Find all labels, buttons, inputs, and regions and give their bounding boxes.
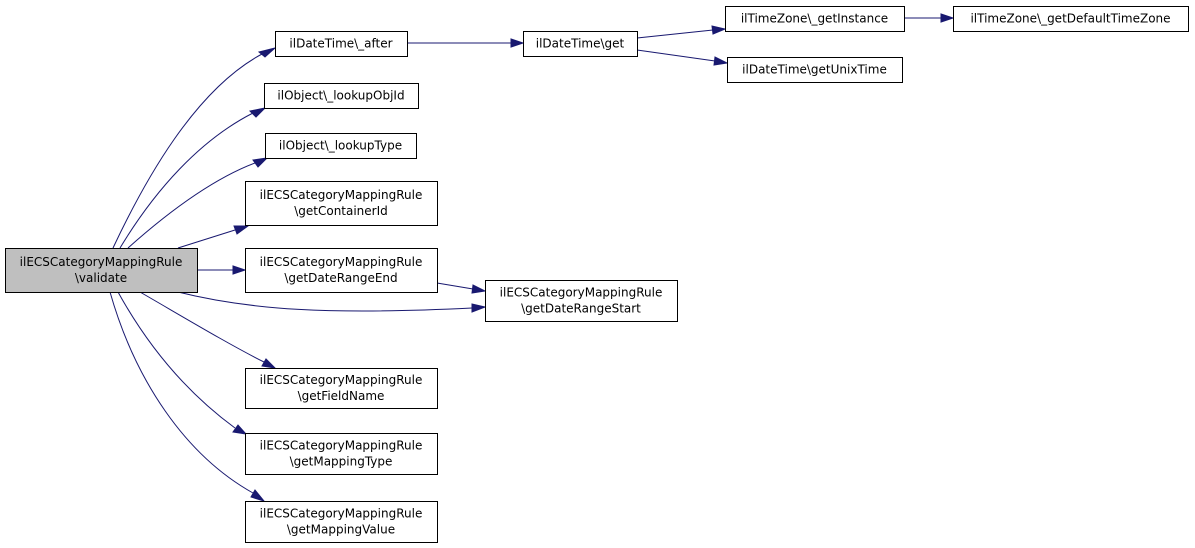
node-getdaterangestart[interactable]: ilECSCategoryMappingRule \getDateRangeSta… [485, 280, 678, 322]
node-label-datetime-getunixtime-line-1: ilDateTime\getUnixTime [742, 63, 887, 77]
node-label-getcontainerid-line-2: \getContainerId [294, 204, 388, 218]
node-label-getdaterangeend-line-1: ilECSCategoryMappingRule [260, 255, 423, 269]
arrowhead-root-to-getdaterangeend [232, 265, 247, 275]
arrowhead-root-to-datetime-after [257, 47, 276, 58]
node-label-root-line-2: \validate [75, 271, 127, 285]
edge-get-to-getunixtime [636, 49, 716, 62]
arrowhead-root-to-getmappingvalue [250, 489, 266, 502]
node-box-getdaterangestart [485, 280, 678, 322]
node-getcontainerid[interactable]: ilECSCategoryMappingRule \getContainerId [245, 181, 438, 226]
node-box-object-lookupobjid [264, 83, 419, 109]
node-label-getmappingtype-line-2: \getMappingType [290, 455, 393, 469]
node-object-lookuptype[interactable]: ilObject\_lookupType [265, 133, 417, 159]
node-box-datetime-after [275, 31, 408, 57]
node-box-getdaterangeend [245, 248, 438, 293]
node-label-timezone-getdefault-line-1: ilTimeZone\_getDefaultTimeZone [970, 12, 1170, 26]
arrowhead-get-to-getunixtime [713, 56, 729, 66]
node-label-getcontainerid-line-1: ilECSCategoryMappingRule [260, 188, 423, 202]
edge-get-to-getinstance [636, 29, 714, 39]
call-nodes: ilECSCategoryMappingRule \validate ilDateT… [5, 6, 1189, 543]
node-timezone-getdefault[interactable]: ilTimeZone\_getDefaultTimeZone [953, 6, 1189, 32]
node-label-getmappingvalue-line-1: ilECSCategoryMappingRule [260, 507, 423, 521]
edge-root-to-getcontainerid [177, 229, 236, 249]
arrowhead-root-to-getdaterangestart [471, 303, 487, 313]
node-datetime-get[interactable]: ilDateTime\get [523, 31, 638, 57]
edge-root-to-datetime-after [112, 53, 263, 249]
edge-root-to-getmappingtype [117, 291, 236, 429]
node-getdaterangeend[interactable]: ilECSCategoryMappingRule \getDateRangeEnd [245, 248, 438, 293]
node-getmappingvalue[interactable]: ilECSCategoryMappingRule \getMappingValue [245, 501, 438, 543]
arrowhead-root-to-getcontainerid [233, 225, 250, 235]
node-label-getfieldname-line-1: ilECSCategoryMappingRule [260, 373, 423, 387]
node-box-object-lookuptype [265, 133, 417, 159]
node-box-root [5, 248, 198, 293]
node-object-lookupobjid[interactable]: ilObject\_lookupObjId [264, 83, 419, 109]
node-label-getdaterangeend-line-2: \getDateRangeEnd [284, 271, 397, 285]
node-root: ilECSCategoryMappingRule \validate [5, 248, 198, 293]
node-box-timezone-getinstance [725, 6, 905, 32]
node-getmappingtype[interactable]: ilECSCategoryMappingRule \getMappingType [245, 433, 438, 475]
edge-root-to-getmappingvalue [109, 291, 254, 494]
node-label-getmappingtype-line-1: ilECSCategoryMappingRule [260, 439, 423, 453]
node-label-datetime-after-line-1: ilDateTime\_after [289, 37, 392, 51]
call-edges [109, 13, 955, 502]
edge-root-to-lookupobjid [119, 112, 254, 249]
arrowhead-after-to-get [510, 38, 525, 48]
edge-root-to-getdaterangestart [177, 291, 473, 312]
edge-root-to-lookuptype [127, 162, 256, 249]
arrowhead-root-to-lookuptype [252, 157, 269, 168]
node-label-datetime-get-line-1: ilDateTime\get [536, 37, 625, 51]
node-box-getcontainerid [245, 181, 438, 226]
node-getfieldname[interactable]: ilECSCategoryMappingRule \getFieldName [245, 368, 438, 409]
node-label-getfieldname-line-2: \getFieldName [298, 389, 385, 403]
arrowhead-getinstance-to-default [940, 13, 955, 23]
node-box-datetime-get [523, 31, 638, 57]
node-label-timezone-getinstance-line-1: ilTimeZone\_getInstance [741, 12, 888, 26]
node-label-getdaterangestart-line-2: \getDateRangeStart [521, 302, 641, 316]
node-datetime-after[interactable]: ilDateTime\_after [275, 31, 408, 57]
node-label-object-lookuptype-line-1: ilObject\_lookupType [279, 139, 402, 153]
edge-root-to-getfieldname [139, 291, 265, 363]
arrowhead-root-to-lookupobjid [248, 107, 267, 118]
node-box-datetime-getunixtime [727, 57, 903, 83]
node-timezone-getinstance[interactable]: ilTimeZone\_getInstance [725, 6, 905, 32]
node-box-getmappingvalue [245, 501, 438, 543]
node-box-getmappingtype [245, 433, 438, 475]
arrowhead-daterangeend-to-start [471, 284, 487, 294]
node-label-getmappingvalue-line-2: \getMappingValue [287, 523, 395, 537]
node-label-object-lookupobjid-line-1: ilObject\_lookupObjId [277, 89, 404, 103]
node-box-getfieldname [245, 368, 438, 409]
node-datetime-getunixtime[interactable]: ilDateTime\getUnixTime [727, 57, 903, 83]
node-label-getdaterangestart-line-1: ilECSCategoryMappingRule [500, 286, 663, 300]
arrowhead-root-to-getmappingtype [232, 424, 248, 435]
node-label-root-line-1: ilECSCategoryMappingRule [20, 255, 183, 269]
edge-daterangeend-to-start [436, 282, 474, 290]
node-box-timezone-getdefault [953, 6, 1189, 32]
arrowhead-get-to-getinstance [711, 25, 727, 35]
arrowhead-root-to-getfieldname [261, 358, 277, 369]
